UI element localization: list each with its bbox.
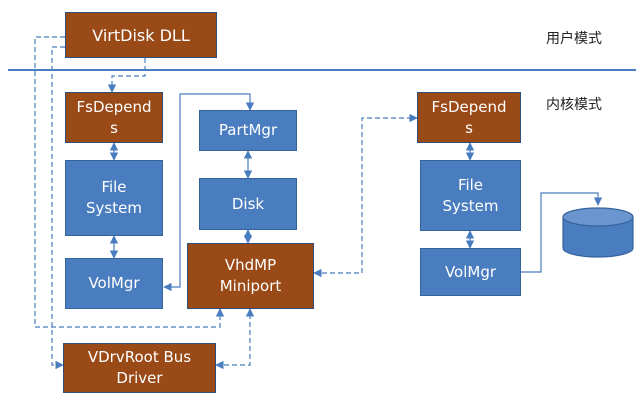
file-system-box: File System — [65, 160, 163, 236]
virtdisk-to-fsdepends-connector — [107, 58, 146, 93]
vdrvroot-to-vhdmp-connector — [215, 308, 255, 370]
disk-cylinder-icon — [562, 207, 634, 258]
volmgr-to-storage-connector — [521, 192, 603, 273]
partmgr-box: PartMgr — [199, 110, 297, 151]
vhdmp-miniport-box: VhdMP Miniport — [187, 243, 314, 309]
disk-box: Disk — [199, 178, 297, 230]
user-mode-label: 用户模式 — [546, 31, 602, 47]
virtdisk-dll-box: VirtDisk DLL — [65, 12, 217, 58]
kernel-mode-label: 内核模式 — [546, 97, 602, 113]
volmgr-box: VolMgr — [65, 258, 163, 309]
vhdmp-to-right-fsdepends-connector — [313, 113, 418, 278]
right-volmgr-box: VolMgr — [420, 248, 521, 296]
fsdepends-box: FsDepend s — [65, 92, 163, 143]
volmgr-to-partmgr-connector — [163, 93, 255, 292]
right-fsdepends-box: FsDepend s — [417, 92, 521, 143]
right-file-system-box: File System — [420, 160, 521, 231]
virtdisk-to-vdrvroot-connector — [51, 46, 65, 370]
virtdisk-to-vhdmp-connector — [34, 36, 225, 328]
vdrvroot-bus-driver-box: VDrvRoot Bus Driver — [63, 343, 216, 393]
